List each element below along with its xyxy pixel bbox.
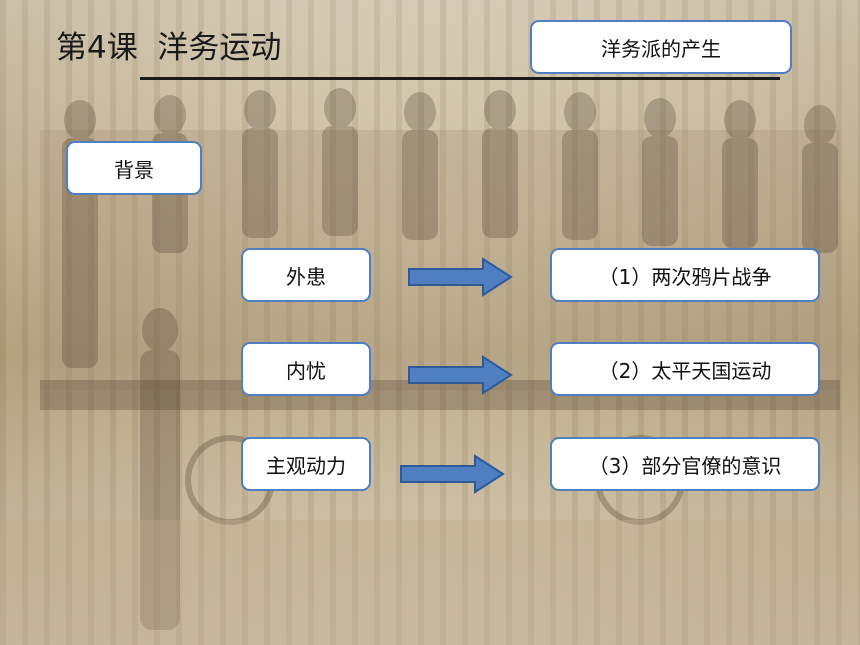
lesson-title: 第4课 洋务运动 <box>56 30 282 66</box>
cause-box-subjective-motive: 主观动力 <box>241 437 371 491</box>
cause-box-external: 外患 <box>241 248 371 302</box>
background-box: 背景 <box>66 141 202 195</box>
arrow-right-icon <box>400 454 505 494</box>
result-box-opium-wars: （1）两次鸦片战争 <box>550 248 820 302</box>
result-box-taiping: （2）太平天国运动 <box>550 342 820 396</box>
arrow-right-icon <box>408 355 513 395</box>
arrow-right-icon <box>408 257 513 297</box>
header-box-yangwu-faction: 洋务派的产生 <box>530 20 792 74</box>
cause-box-internal: 内忧 <box>241 342 371 396</box>
title-underline <box>140 77 780 80</box>
result-box-officials-awareness: （3）部分官僚的意识 <box>550 437 820 491</box>
